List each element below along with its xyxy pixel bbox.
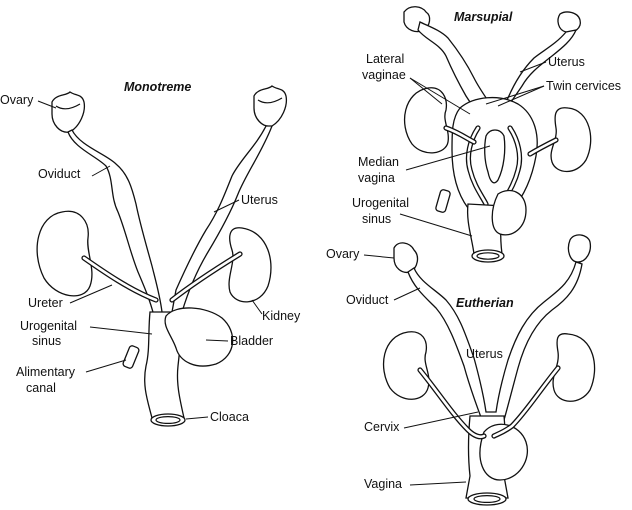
- marsupial-right-kidney: [550, 107, 592, 173]
- marsupial-urogenital-label-2: sinus: [362, 212, 391, 226]
- eutherian-title: Eutherian: [456, 296, 514, 310]
- marsupial-median-label-2: vagina: [358, 171, 395, 185]
- marsupial-median-label-1: Median: [358, 155, 399, 169]
- monotreme-right-kidney: [228, 227, 272, 303]
- monotreme-alimentary-label-1: Alimentary: [16, 365, 76, 379]
- monotreme-bladder-label: Bladder: [230, 334, 273, 348]
- marsupial-uterus-label: Uterus: [548, 55, 585, 69]
- eutherian-oviduct-label: Oviduct: [346, 293, 389, 307]
- monotreme-ovary-label: Ovary: [0, 93, 34, 107]
- monotreme-title: Monotreme: [124, 80, 191, 94]
- marsupial-lateral-label-1: Lateral: [366, 52, 404, 66]
- eutherian-ovary-label: Ovary: [326, 247, 360, 261]
- eutherian-left-ovary: [393, 242, 419, 274]
- marsupial-lateral-label-2: vaginae: [362, 68, 406, 82]
- marsupial-urogenital-label-1: Urogenital: [352, 196, 409, 210]
- marsupial-title: Marsupial: [454, 10, 513, 24]
- monotreme-kidney-label: Kidney: [262, 309, 301, 323]
- monotreme-oviduct-label: Oviduct: [38, 167, 81, 181]
- monotreme-left-kidney: [36, 210, 93, 297]
- monotreme-alimentary-label-2: canal: [26, 381, 56, 395]
- eutherian-vagina-label: Vagina: [364, 477, 402, 491]
- monotreme-ureter-label: Ureter: [28, 296, 63, 310]
- monotreme-alimentary-canal: [122, 345, 140, 369]
- marsupial-median-vagina: [484, 129, 506, 184]
- eutherian-tract: [383, 234, 596, 506]
- marsupial-bladder: [491, 189, 527, 236]
- monotreme-urogenital-label-2: sinus: [32, 334, 61, 348]
- eutherian-bladder: [479, 423, 528, 481]
- monotreme-uterus-label: Uterus: [241, 193, 278, 207]
- monotreme-tract: [36, 85, 288, 427]
- monotreme-cloaca-label: Cloaca: [210, 410, 249, 424]
- marsupial-left-kidney: [404, 87, 449, 154]
- monotreme-left-ovary: [51, 91, 86, 133]
- marsupial-alimentary-canal: [435, 189, 451, 213]
- eutherian-right-kidney: [552, 333, 596, 402]
- eutherian-cervix-label: Cervix: [364, 420, 400, 434]
- marsupial-tract: [403, 6, 592, 263]
- eutherian-vagina-opening: [467, 492, 507, 506]
- marsupial-twin-cervices-label: Twin cervices: [546, 79, 621, 93]
- eutherian-uterus: [407, 261, 583, 421]
- eutherian-right-ovary: [567, 234, 592, 263]
- monotreme-urogenital-label-1: Urogenital: [20, 319, 77, 333]
- eutherian-left-kidney: [383, 331, 430, 400]
- monotreme-right-ovary: [253, 85, 288, 127]
- monotreme-bladder: [164, 307, 234, 367]
- eutherian-uterus-label: Uterus: [466, 347, 503, 361]
- marsupial-sinus-opening: [471, 249, 505, 263]
